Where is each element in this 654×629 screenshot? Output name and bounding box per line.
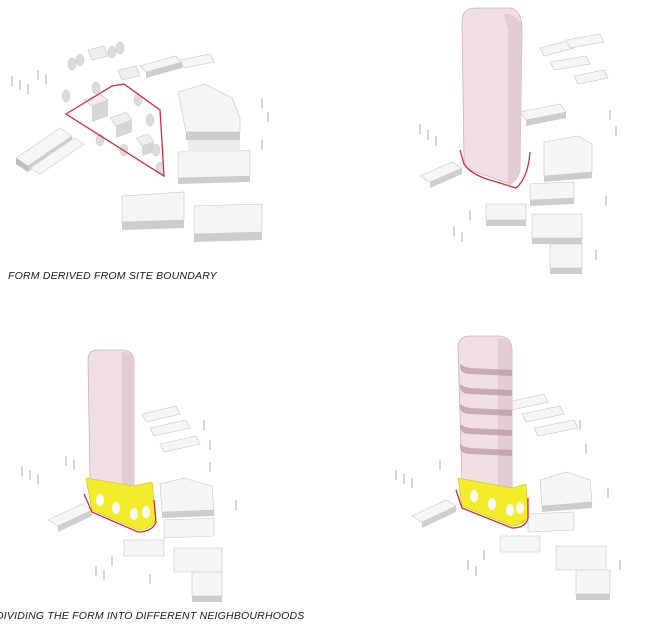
trees: [62, 42, 164, 174]
podium-tower-panel: [22, 350, 236, 602]
podium: [86, 478, 156, 530]
site-boundary-line: [66, 84, 164, 176]
caption-top: FORM DERIVED FROM SITE BOUNDARY: [8, 270, 217, 282]
context-buildings: [16, 46, 262, 242]
caption-bottom: DIVIDING THE FORM INTO DIFFERENT NEIGHBO…: [0, 610, 304, 622]
box-tower: [88, 350, 134, 488]
podium-4: [458, 478, 528, 526]
banded-tower-panel: [396, 336, 620, 600]
extruded-tower-panel: [420, 8, 616, 274]
curved-tower: [462, 8, 522, 186]
site-boundary-panel: [12, 42, 268, 242]
